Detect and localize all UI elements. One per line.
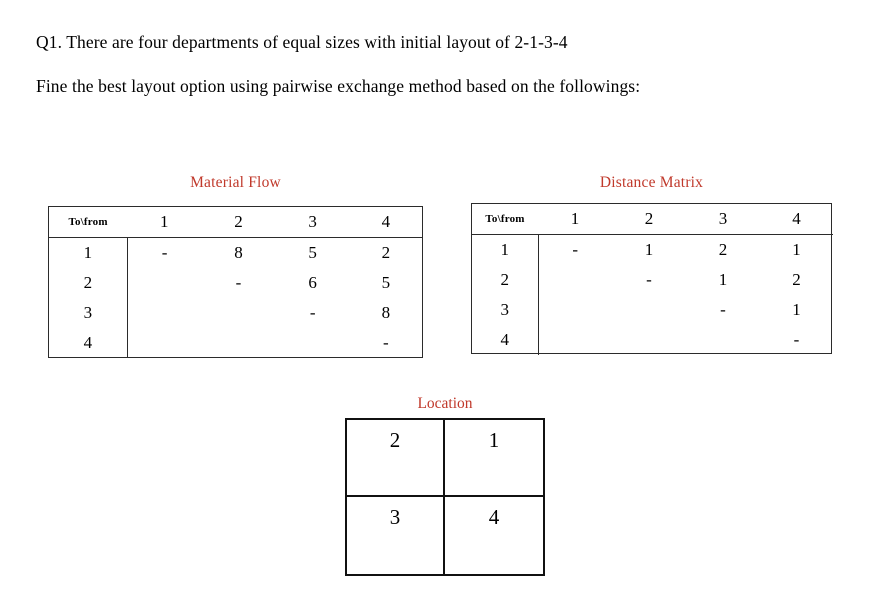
distance-matrix-col-header-1: 1 xyxy=(538,204,612,235)
distance-matrix-cell-2-1 xyxy=(538,265,612,295)
distance-matrix-cell-4-2 xyxy=(612,325,686,355)
distance-matrix-row-label-4: 4 xyxy=(472,325,539,355)
material-flow-table: To\from 1 2 3 4 1 - 8 5 2 2 - 6 5 xyxy=(48,206,423,358)
question-line-1: Q1. There are four departments of equal … xyxy=(36,32,568,52)
table-row: 1 - 1 2 1 xyxy=(472,234,833,265)
location-cell-bottom-right: 4 xyxy=(488,505,500,529)
material-flow-cell-4-3 xyxy=(276,328,350,358)
material-flow-cell-3-2 xyxy=(201,298,275,328)
material-flow-row-label-3: 3 xyxy=(49,298,128,328)
distance-matrix-cell-1-4: 1 xyxy=(792,240,801,259)
distance-matrix-cell-3-2 xyxy=(612,295,686,325)
material-flow-cell-1-2: 8 xyxy=(234,243,243,262)
location-layout-grid: 2 1 3 4 xyxy=(345,418,545,576)
location-cell-top-left: 2 xyxy=(347,420,445,497)
table-row: 2 - 1 2 xyxy=(472,265,833,295)
distance-matrix-grid: To\from 1 2 3 4 1 - 1 2 1 2 - 1 2 xyxy=(472,204,833,355)
distance-matrix-header-row: To\from 1 2 3 4 xyxy=(472,204,833,235)
distance-matrix-row-label-3: 3 xyxy=(472,295,539,325)
distance-matrix-cell-4-3 xyxy=(686,325,760,355)
table-row: 4 - xyxy=(49,328,422,358)
material-flow-cell-3-3: - xyxy=(309,303,316,322)
material-flow-cell-1-4: 2 xyxy=(381,243,391,262)
distance-matrix-row-label-2: 2 xyxy=(472,265,539,295)
distance-matrix-table: To\from 1 2 3 4 1 - 1 2 1 2 - 1 2 xyxy=(471,203,833,355)
question-block: Q1. There are four departments of equal … xyxy=(36,32,776,99)
material-flow-row-label-4: 4 xyxy=(49,328,128,358)
distance-matrix-cell-2-2: - xyxy=(646,270,652,289)
table-row: 2 - 6 5 xyxy=(49,268,422,298)
distance-matrix-corner-header: To\from xyxy=(472,204,538,235)
question-line-2: Fine the best layout option using pairwi… xyxy=(36,75,641,96)
distance-matrix-cell-3-4: 1 xyxy=(792,300,801,319)
distance-matrix-cell-1-3: 2 xyxy=(718,240,728,259)
material-flow-cell-2-1 xyxy=(127,268,201,298)
material-flow-cell-3-1 xyxy=(127,298,201,328)
distance-matrix-row-label-1: 1 xyxy=(472,234,539,265)
distance-matrix-cell-1-2: 1 xyxy=(644,240,654,259)
location-cell-top-right: 1 xyxy=(445,420,543,497)
material-flow-corner-header: To\from xyxy=(49,207,128,238)
location-title: Location xyxy=(417,395,473,412)
table-row: 3 - 1 xyxy=(472,295,833,325)
material-flow-grid: To\from 1 2 3 4 1 - 8 5 2 2 - 6 5 xyxy=(49,207,422,358)
distance-matrix-cell-2-4: 2 xyxy=(792,270,801,289)
material-flow-cell-2-4: 5 xyxy=(381,273,391,292)
material-flow-col-header-4: 4 xyxy=(349,207,422,238)
table-row: 4 - xyxy=(472,325,833,355)
distance-matrix-cell-3-3: - xyxy=(720,300,726,319)
material-flow-cell-1-3: 5 xyxy=(308,243,317,262)
material-flow-cell-3-4: 8 xyxy=(381,303,391,322)
distance-matrix-title: Distance Matrix xyxy=(599,174,704,191)
distance-matrix-cell-3-1 xyxy=(538,295,612,325)
distance-matrix-cell-4-4: - xyxy=(793,330,800,349)
distance-matrix-col-header-4: 4 xyxy=(760,204,833,235)
distance-matrix-cell-1-1: - xyxy=(572,240,579,259)
table-row: 1 - 8 5 2 xyxy=(49,237,422,268)
material-flow-cell-4-4: - xyxy=(383,333,389,352)
distance-matrix-cell-2-3: 1 xyxy=(718,270,728,289)
material-flow-col-header-1: 1 xyxy=(127,207,202,238)
material-flow-header-row: To\from 1 2 3 4 xyxy=(49,207,422,238)
material-flow-title: Material Flow xyxy=(190,174,281,191)
material-flow-col-header-3: 3 xyxy=(275,207,350,238)
distance-matrix-col-header-3: 3 xyxy=(686,204,760,235)
material-flow-cell-4-2 xyxy=(201,328,275,358)
material-flow-cell-4-1 xyxy=(127,328,201,358)
material-flow-cell-1-1: - xyxy=(161,243,168,262)
material-flow-row-label-2: 2 xyxy=(49,268,128,298)
material-flow-col-header-2: 2 xyxy=(201,207,276,238)
distance-matrix-col-header-2: 2 xyxy=(612,204,686,235)
material-flow-cell-2-3: 6 xyxy=(308,273,317,292)
location-cell-bottom-left: 3 xyxy=(347,497,445,574)
material-flow-cell-2-2: - xyxy=(235,273,242,292)
table-row: 3 - 8 xyxy=(49,298,422,328)
distance-matrix-cell-4-1 xyxy=(538,325,612,355)
material-flow-row-label-1: 1 xyxy=(49,237,128,268)
